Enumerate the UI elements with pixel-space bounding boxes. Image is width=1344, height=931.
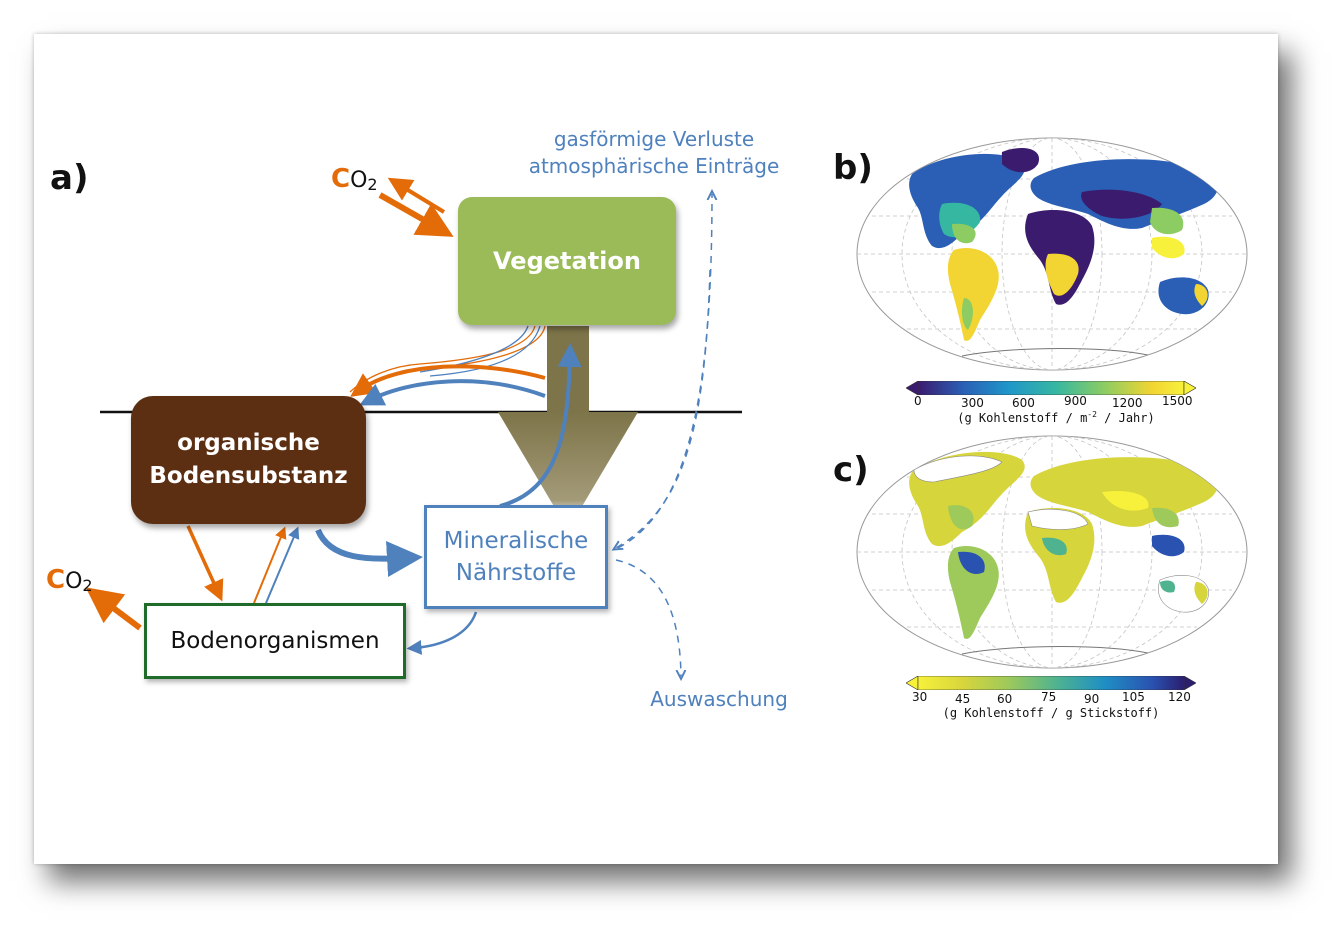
litter-arrow-head <box>498 412 638 530</box>
soil-organisms-label: Bodenorganismen <box>170 628 380 654</box>
co2-c-letter: C <box>331 164 351 194</box>
npp-unit-exponent: -2 <box>1087 410 1097 419</box>
co2-label-vegetation: CO2 <box>331 164 378 194</box>
npp-colorbar-unit: (g Kohlenstoff / m-2 / Jahr) <box>946 410 1166 425</box>
co2-release-veg-arrow <box>387 177 446 214</box>
veg-to-soil-orange-arrow <box>350 364 546 397</box>
npp-tick-label: 900 <box>1064 394 1087 408</box>
npp-world-map <box>856 137 1248 371</box>
npp-tick-label: 300 <box>961 396 984 410</box>
vegetation-box: Vegetation <box>458 197 676 325</box>
co2-o-letter: O <box>350 168 368 193</box>
veg-to-soil-thin-blue-2 <box>429 325 541 377</box>
cn-tick-label: 90 <box>1084 692 1100 706</box>
soil-organisms-box: Bodenorganismen <box>144 603 406 679</box>
npp-unit-suffix: / Jahr) <box>1096 411 1155 425</box>
cn-ratio-colorbar-unit: (g Kohlenstoff / g Stickstoff) <box>942 706 1160 720</box>
cn-ratio-world-map <box>856 435 1248 669</box>
co2-subscript: 2 <box>367 175 378 194</box>
npp-colorbar <box>906 381 1196 395</box>
co2-o-letter: O <box>65 569 83 594</box>
npp-tick-label: 0 <box>914 394 922 408</box>
mineral-nutrients-label-line2: Nährstoffe <box>455 560 577 586</box>
co2-subscript: 2 <box>82 576 93 595</box>
gas-loss-label: gasförmige Verluste <box>553 127 755 151</box>
mineral-nutrients-label-line1: Mineralische <box>443 528 589 554</box>
atm-input-label: atmosphärische Einträge <box>528 154 780 178</box>
npp-unit-prefix: (g Kohlenstoff / m <box>957 411 1088 425</box>
gas-exchange-dashed-arrow <box>617 194 712 549</box>
cn-ratio-continents <box>909 451 1218 655</box>
npp-tick-label: 1200 <box>1112 396 1143 410</box>
leaching-label: Auswaschung <box>650 687 788 711</box>
npp-tick-label: 1500 <box>1162 394 1193 408</box>
immobilisation-arrow <box>406 611 478 655</box>
co2-c-letter: C <box>46 565 66 595</box>
leaching-dashed-arrow <box>615 559 681 676</box>
npp-continents <box>909 148 1218 357</box>
mineral-nutrients-box: Mineralische Nährstoffe <box>424 505 608 609</box>
co2-respiration-arrow <box>85 587 142 631</box>
co2-uptake-arrow <box>378 192 454 237</box>
nutrient-uptake-arrow <box>499 343 582 508</box>
gas-exchange-label: gasförmige Verluste atmosphärische Eintr… <box>518 126 790 180</box>
atm-input-dashed-arrow <box>616 269 711 548</box>
cn-tick-label: 60 <box>997 692 1013 706</box>
veg-to-soil-blue-arrow <box>359 379 546 406</box>
cn-tick-label: 105 <box>1122 690 1145 704</box>
organic-matter-label-line2: Bodensubstanz <box>149 463 348 489</box>
panel-a-label: a) <box>50 158 89 198</box>
organisms-to-om-blue-arrow <box>265 526 300 604</box>
cn-tick-label: 45 <box>955 692 971 706</box>
panel-b-label: b) <box>833 148 873 188</box>
organisms-to-om-orange-arrow <box>253 526 287 604</box>
mineralisation-arrow <box>315 528 423 577</box>
cn-tick-label: 120 <box>1168 690 1191 704</box>
npp-tick-label: 600 <box>1012 396 1035 410</box>
cn-tick-label: 75 <box>1041 690 1057 704</box>
organic-matter-label-line1: organische <box>177 430 320 456</box>
vegetation-label: Vegetation <box>493 247 641 275</box>
co2-label-organisms: CO2 <box>46 565 93 595</box>
cn-tick-label: 30 <box>912 690 928 704</box>
organic-matter-box: organische Bodensubstanz <box>131 396 366 524</box>
cn-ratio-colorbar <box>906 676 1196 690</box>
om-to-organisms-orange-arrow <box>186 525 224 602</box>
panel-c-label: c) <box>833 450 869 490</box>
